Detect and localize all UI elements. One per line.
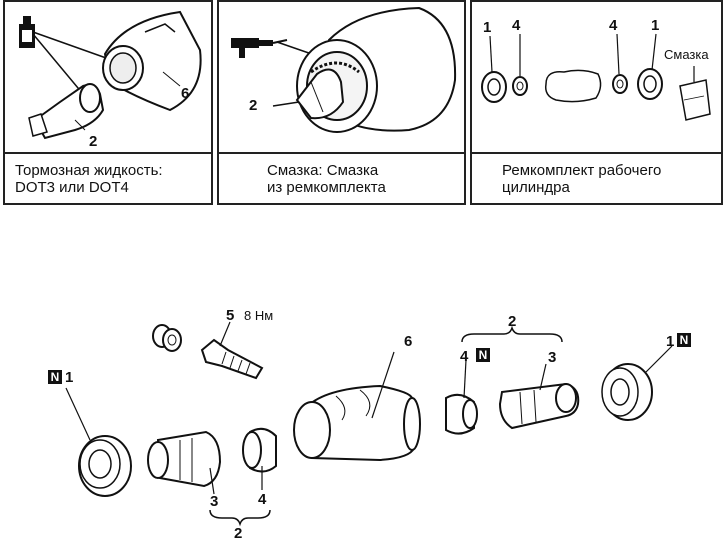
label-group-bottom-2: 2 bbox=[234, 525, 243, 542]
new-part-badge-left-boot: N bbox=[48, 370, 62, 384]
top-brace bbox=[461, 325, 563, 343]
right-seal bbox=[445, 359, 478, 435]
left-boot bbox=[65, 387, 132, 497]
panel3-divider bbox=[472, 152, 721, 154]
label-torque: 8 Нм bbox=[244, 308, 274, 323]
panel1-caption: Тормозная жидкость: DOT3 или DOT4 bbox=[15, 162, 163, 196]
label-left-boot-1: 1 bbox=[65, 369, 74, 386]
panel1-label-2: 2 bbox=[89, 133, 98, 150]
kit-seal-left bbox=[512, 76, 528, 96]
panel3-label-1-right: 1 bbox=[651, 17, 660, 34]
left-seal bbox=[242, 427, 277, 490]
brake-fluid-illustration bbox=[19, 10, 202, 140]
panel3-label-1-left: 1 bbox=[483, 19, 492, 36]
left-piston bbox=[147, 430, 222, 495]
panel-brake-fluid: 6 2 Тормозная жидкость: DOT3 или DOT4 bbox=[3, 0, 213, 205]
bleeder-cap bbox=[152, 324, 182, 352]
bleeder-screw bbox=[200, 321, 264, 380]
grease-gun-icon bbox=[231, 38, 288, 58]
right-boot bbox=[601, 345, 673, 421]
kit-boot-right bbox=[637, 68, 663, 100]
label-right-boot-1: 1 bbox=[666, 333, 675, 350]
panel-repair-kit: 1 4 4 1 Смазка Ремкомплект рабочего цили… bbox=[470, 0, 723, 205]
panel1-divider bbox=[5, 152, 211, 154]
panel-grease: 2 Смазка: Смазка из ремкомплекта bbox=[217, 0, 466, 205]
right-piston bbox=[498, 363, 580, 430]
new-part-badge-right-seal: N bbox=[476, 348, 490, 362]
panel3-grease-label: Смазка bbox=[664, 47, 709, 62]
panel3-label-4-right: 4 bbox=[609, 17, 618, 34]
panel2-divider bbox=[219, 152, 464, 154]
label-bleeder-5: 5 bbox=[226, 307, 235, 324]
panel3-caption: Ремкомплект рабочего цилиндра bbox=[502, 162, 662, 196]
bottom-brace bbox=[209, 509, 271, 527]
panel2-label-2: 2 bbox=[249, 97, 258, 114]
label-right-piston-3: 3 bbox=[548, 349, 557, 366]
cylinder-body bbox=[293, 351, 421, 462]
panel3-label-4-left: 4 bbox=[512, 17, 521, 34]
kit-grease-blob bbox=[544, 69, 602, 103]
label-group-top-2: 2 bbox=[508, 313, 517, 330]
label-body-6: 6 bbox=[404, 333, 413, 350]
grease-illustration bbox=[231, 6, 457, 133]
panel2-caption: Смазка: Смазка из ремкомплекта bbox=[267, 162, 386, 196]
panel1-label-6: 6 bbox=[181, 85, 190, 102]
label-right-seal-4: 4 bbox=[460, 348, 469, 365]
brake-fluid-bottle-icon bbox=[19, 16, 35, 48]
repair-kit-illustration bbox=[481, 33, 711, 121]
label-left-piston-3: 3 bbox=[210, 493, 219, 510]
new-part-badge-right-boot: N bbox=[677, 333, 691, 347]
grease-packet-icon bbox=[679, 79, 711, 121]
kit-boot-left bbox=[481, 71, 507, 103]
label-left-seal-4: 4 bbox=[258, 491, 267, 508]
kit-seal-right bbox=[612, 74, 628, 94]
